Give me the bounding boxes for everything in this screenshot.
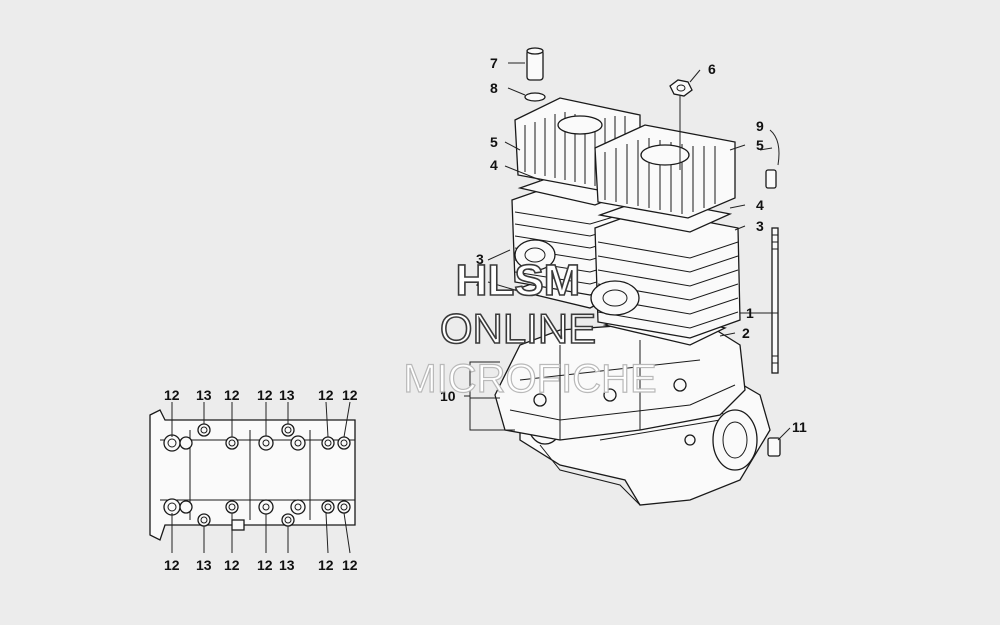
bolt-callout-bottom: 12 xyxy=(257,557,273,573)
callout-2-rear: 2 xyxy=(476,273,484,289)
leader-lines xyxy=(464,62,791,441)
watermark-line-3: MICROFICHE xyxy=(403,357,656,401)
bolt-row-bottom xyxy=(163,498,351,527)
callout-7: 7 xyxy=(490,55,498,71)
callout-3-rear: 3 xyxy=(476,251,484,267)
bolt-callout-top: 12 xyxy=(224,387,240,403)
bolt-callout-bottom: 13 xyxy=(279,557,295,573)
callout-9: 9 xyxy=(756,118,764,134)
bolt-row-top xyxy=(163,423,351,452)
callout-8: 8 xyxy=(490,80,498,96)
callout-5-rear: 5 xyxy=(490,134,498,150)
callout-5-front: 5 xyxy=(756,137,764,153)
callout-10: 10 xyxy=(440,388,456,404)
crankcase-upper xyxy=(494,319,746,446)
stud xyxy=(771,227,779,374)
bolt-callout-bottom: 12 xyxy=(342,557,358,573)
bolt-callouts-top: 12 13 12 12 13 12 12 xyxy=(164,387,358,403)
bolt-callout-top: 12 xyxy=(318,387,334,403)
callout-2-front: 2 xyxy=(742,325,750,341)
callout-1: 1 xyxy=(746,305,754,321)
crankcase-bolt-inset xyxy=(149,401,356,554)
bolt-callout-bottom: 13 xyxy=(196,557,212,573)
bolt-callout-bottom: 12 xyxy=(164,557,180,573)
bolt-callout-top: 13 xyxy=(196,387,212,403)
callout-4-front: 4 xyxy=(756,197,764,213)
callout-3-front: 3 xyxy=(756,218,764,234)
bolt-callouts-bottom: 12 13 12 12 13 12 12 xyxy=(164,557,358,573)
callout-4-rear: 4 xyxy=(490,157,498,173)
callout-labels: 7 8 6 5 4 9 5 4 3 3 2 1 2 10 11 xyxy=(440,55,807,435)
spark-plug-adapter xyxy=(526,47,544,81)
callout-11: 11 xyxy=(792,419,807,435)
bolt-callout-top: 12 xyxy=(164,387,180,403)
front-cylinder-head xyxy=(594,124,736,219)
dowel-sleeve xyxy=(767,437,781,457)
washer xyxy=(524,92,546,102)
watermark: HLSM ONLINE MICROFICHE xyxy=(403,255,658,401)
watermark-line-1: HLSM xyxy=(456,256,581,305)
bolt-callout-top: 12 xyxy=(257,387,273,403)
callout-6: 6 xyxy=(708,61,716,77)
bolt-callout-bottom: 12 xyxy=(318,557,334,573)
bolt-callout-bottom: 12 xyxy=(224,557,240,573)
hex-nut xyxy=(669,79,693,97)
bolt-callout-top: 13 xyxy=(279,387,295,403)
front-cylinder xyxy=(590,209,741,339)
engine-assembly xyxy=(494,47,781,506)
watermark-line-2: ONLINE xyxy=(440,305,596,352)
dowel-pin xyxy=(765,169,777,189)
bolt-callout-top: 12 xyxy=(342,387,358,403)
